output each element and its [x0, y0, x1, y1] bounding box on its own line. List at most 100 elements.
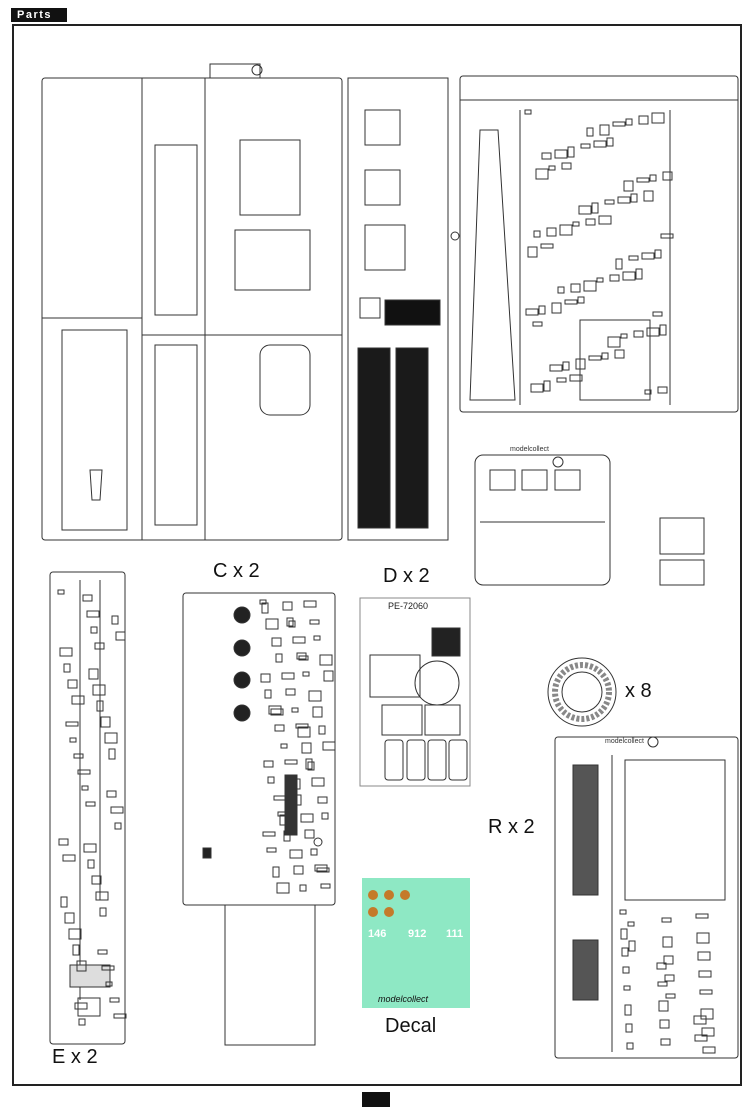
decal-number: 146: [368, 928, 387, 940]
part-outline: [265, 618, 279, 630]
part-outline: [660, 233, 674, 239]
part-outline: [659, 324, 667, 336]
part-outline: [99, 907, 107, 917]
part-outline: [580, 143, 591, 149]
part-outline: [663, 955, 674, 965]
part-outline: [63, 663, 71, 673]
part-outline: [91, 875, 102, 885]
part-outline: [617, 196, 631, 204]
part-outline: [625, 118, 633, 126]
part-outline: [318, 725, 326, 735]
part-outline: [309, 619, 320, 625]
part-outline: [633, 330, 644, 338]
small-part: [659, 517, 705, 586]
part-outline: [290, 778, 301, 790]
part-outline: [585, 218, 596, 226]
part-outline: [638, 115, 649, 125]
part-outline: [621, 947, 629, 957]
part-outline: [588, 355, 602, 361]
part-outline: [67, 679, 78, 689]
part-outline: [266, 847, 277, 853]
part-outline: [78, 1018, 86, 1026]
part-outline: [69, 737, 77, 743]
part-outline: [76, 960, 87, 972]
part-outline: [106, 790, 117, 798]
part-outline: [86, 610, 100, 618]
part-outline: [622, 966, 630, 974]
part-outline: [282, 601, 293, 611]
sprue-r: [554, 736, 739, 1059]
decal-brand: modelcollect: [378, 994, 429, 1004]
part-outline: [635, 268, 643, 280]
part-outline: [60, 896, 68, 908]
part-outline: [661, 917, 672, 923]
part-outline: [601, 352, 609, 360]
part-outline: [286, 617, 294, 627]
section-header-parts: Parts: [11, 8, 67, 22]
part-outline: [664, 974, 675, 982]
part-outline: [654, 249, 662, 259]
part-outline: [572, 221, 580, 227]
part-outline: [100, 716, 111, 728]
part-outline: [57, 589, 65, 595]
part-outline: [695, 913, 709, 919]
part-outline: [85, 801, 96, 807]
part-outline: [59, 647, 73, 657]
part-outline: [546, 227, 557, 237]
part-outline: [97, 949, 108, 955]
part-outline: [623, 985, 631, 991]
part-outline: [321, 812, 329, 820]
part-outline: [656, 962, 667, 970]
part-outline: [73, 753, 84, 759]
part-outline: [554, 149, 568, 159]
clear-sprue-brand: modelcollect: [510, 446, 549, 453]
part-outline: [698, 970, 712, 978]
pe-code: PE-72060: [388, 601, 429, 611]
parts-frame: [12, 24, 742, 1086]
part-outline: [273, 795, 287, 801]
part-outline: [114, 822, 122, 830]
part-outline: [276, 882, 290, 894]
part-outline: [305, 758, 313, 770]
part-outline: [535, 168, 549, 180]
part-outline: [609, 274, 620, 282]
part-outline: [644, 389, 652, 395]
part-outline: [115, 631, 126, 641]
part-outline: [62, 854, 76, 862]
part-outline: [701, 1027, 715, 1037]
part-outline: [625, 1023, 633, 1033]
part-outline: [264, 689, 272, 699]
decal-number: 111: [446, 928, 464, 940]
part-outline: [591, 202, 599, 214]
part-outline: [271, 637, 282, 647]
part-outline: [696, 932, 710, 944]
part-outline: [636, 177, 650, 183]
part-outline: [308, 690, 322, 702]
part-outline: [662, 171, 673, 181]
part-outline: [284, 759, 298, 765]
part-outline: [569, 374, 583, 382]
sprue-top-right: [450, 75, 739, 413]
part-outline: [651, 112, 665, 124]
part-outline: [312, 706, 323, 718]
part-outline: [72, 944, 80, 956]
part-outline: [261, 602, 269, 614]
part-outline: [649, 174, 657, 182]
label-sprue-r: R x 2: [488, 816, 535, 838]
part-outline: [298, 655, 309, 661]
part-outline: [263, 760, 274, 768]
part-outline: [559, 224, 573, 236]
part-outline: [74, 1002, 88, 1010]
sprue-c: [41, 63, 343, 541]
part-outline: [541, 152, 552, 160]
part-outline: [577, 296, 585, 304]
part-outline: [562, 361, 570, 371]
part-outline: [551, 302, 562, 314]
part-outline: [657, 981, 668, 987]
wheel-ring: [547, 657, 617, 727]
part-outline: [288, 620, 296, 628]
label-sprue-c: C x 2: [213, 560, 260, 582]
part-outline: [658, 1000, 669, 1012]
part-outline: [109, 997, 120, 1003]
photo-etch-sheet: [359, 597, 471, 787]
